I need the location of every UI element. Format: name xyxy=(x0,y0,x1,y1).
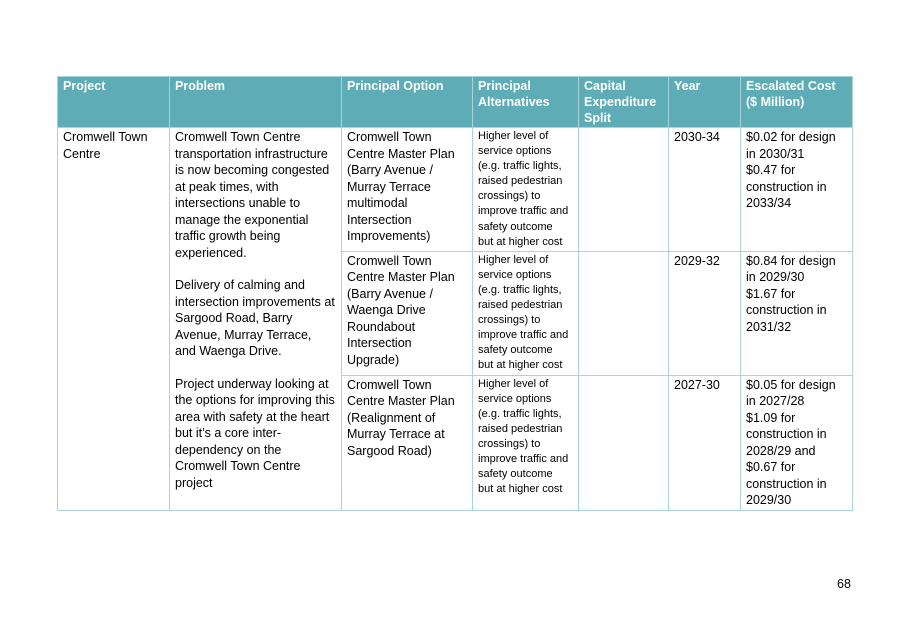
capex-cell xyxy=(578,374,669,511)
problem-cell: Cromwell Town Centre transportation infr… xyxy=(169,127,342,511)
header-escalated-cost: Escalated Cost ($ Million) xyxy=(740,76,853,128)
header-principal-option: Principal Option xyxy=(341,76,473,128)
year-cell: 2027-30 xyxy=(668,374,741,511)
problem-paragraph-2: Delivery of calming and intersection imp… xyxy=(175,278,335,358)
projects-table: Project Problem Principal Option Princip… xyxy=(57,76,853,511)
cost-cell: $0.02 for design in 2030/31 $0.47 for co… xyxy=(740,127,853,252)
table-row: Cromwell Town Centre Master Plan (Barry … xyxy=(58,250,853,376)
table-row: Cromwell Town Centre Master Plan (Realig… xyxy=(58,374,853,511)
header-project: Project xyxy=(57,76,170,128)
header-principal-alternatives: Principal Alternatives xyxy=(472,76,579,128)
option-cell: Cromwell Town Centre Master Plan (Barry … xyxy=(341,250,473,376)
page-number: 68 xyxy=(837,577,851,591)
header-capital-expenditure-split: Capital Expenditure Split xyxy=(578,76,669,128)
cost-cell: $0.05 for design in 2027/28 $1.09 for co… xyxy=(740,374,853,511)
capex-cell xyxy=(578,250,669,376)
cost-cell: $0.84 for design in 2029/30 $1.67 for co… xyxy=(740,250,853,376)
header-problem: Problem xyxy=(169,76,342,128)
year-cell: 2029-32 xyxy=(668,250,741,376)
header-row: Project Problem Principal Option Princip… xyxy=(57,76,853,128)
alternatives-cell: Higher level of service options (e.g. tr… xyxy=(472,374,579,511)
capex-cell xyxy=(578,127,669,252)
alternatives-cell: Higher level of service options (e.g. tr… xyxy=(472,127,579,252)
problem-paragraph-1: Cromwell Town Centre transportation infr… xyxy=(175,130,330,260)
option-cell: Cromwell Town Centre Master Plan (Realig… xyxy=(341,374,473,511)
option-cell: Cromwell Town Centre Master Plan (Barry … xyxy=(341,127,473,252)
table-row: Cromwell Town Centre Cromwell Town Centr… xyxy=(57,127,853,511)
header-year: Year xyxy=(668,76,741,128)
year-cell: 2030-34 xyxy=(668,127,741,252)
problem-paragraph-3: Project underway looking at the options … xyxy=(175,376,335,490)
project-cell: Cromwell Town Centre xyxy=(57,127,170,511)
alternatives-cell: Higher level of service options (e.g. tr… xyxy=(472,250,579,376)
